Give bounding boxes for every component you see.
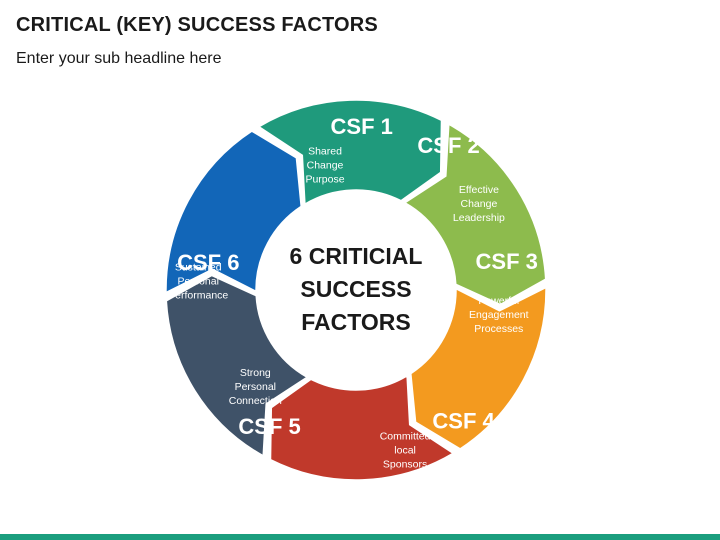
csf-4-desc-line-3: Sponsors [383, 458, 427, 470]
csf-1-desc-line-3: Purpose [305, 174, 344, 186]
csf-2-desc-line-2: Change [461, 198, 498, 210]
csf-3-label: CSF 3 [476, 249, 538, 274]
csf-5-desc-line-3: Connection [229, 395, 282, 407]
csf-1-label: CSF 1 [331, 114, 393, 139]
csf-2-desc-line-3: Leadership [453, 212, 505, 224]
segments-layer [165, 99, 547, 481]
csf-6-desc-line-1: Sustained [175, 261, 222, 273]
center-line-3: FACTORS [301, 309, 410, 335]
csf-4-desc-line-2: local [394, 444, 416, 456]
csf-1-desc-line-1: Shared [308, 146, 342, 158]
page-title: CRITICAL (KEY) SUCCESS FACTORS [16, 14, 378, 36]
bottom-accent-bar [0, 534, 720, 540]
csf-4-desc-line-1: Committed [380, 430, 431, 442]
csf-6-label: CSF 6 [177, 250, 239, 275]
csf-3-desc-line-3: Processes [474, 323, 523, 335]
csf-4-label: CSF 4 [432, 409, 495, 434]
center-line-1: 6 CRITICIAL [290, 243, 423, 269]
csf-2-label: CSF 2 [417, 133, 479, 158]
csf-3-desc-line-2: Engagement [469, 309, 529, 321]
csf-1-desc-line-2: Change [307, 160, 344, 172]
center-circle [256, 190, 456, 390]
csf-5-desc-line-2: Personal [235, 381, 276, 393]
csf-6-desc-line-3: Performance [168, 289, 228, 301]
page-subtitle: Enter your sub headline here [16, 50, 222, 67]
csf-6-desc-line-2: Personal [177, 275, 218, 287]
csf-2-desc-line-1: Effective [459, 184, 499, 196]
csf-5-label: CSF 5 [238, 414, 300, 439]
csf-3-desc-line-1: Powerful [478, 295, 519, 307]
csf-5-desc-line-1: Strong [240, 367, 271, 379]
center-line-2: SUCCESS [300, 276, 411, 302]
